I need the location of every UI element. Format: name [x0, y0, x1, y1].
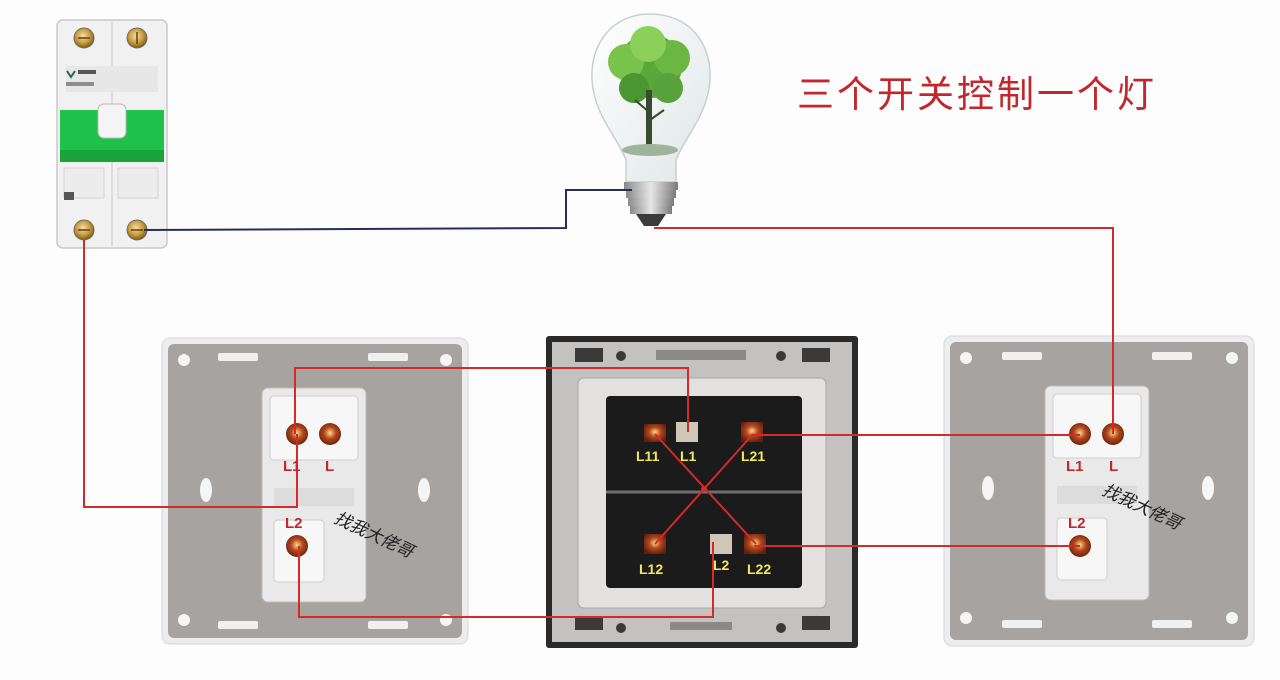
left-label-l2: L2: [285, 515, 303, 532]
right-switch: [943, 335, 1255, 647]
mid-label-l21: L21: [741, 448, 765, 464]
left-switch: [161, 337, 469, 645]
left-label-l1: L1: [283, 458, 301, 475]
neutral-wire: [143, 189, 632, 231]
mid-label-l1: L1: [680, 448, 697, 464]
cross-junction: [701, 486, 707, 492]
light-bulb-icon: [591, 13, 711, 226]
right-label-l: L: [1109, 458, 1118, 475]
right-label-l1: L1: [1066, 458, 1084, 475]
mid-label-l12: L12: [639, 561, 663, 577]
circuit-breaker-icon: [56, 19, 168, 249]
mid-label-l11: L11: [636, 448, 660, 464]
right-label-l2: L2: [1068, 515, 1086, 532]
live-wires: [83, 227, 1114, 618]
left-label-l: L: [325, 458, 334, 475]
mid-label-l22: L22: [747, 561, 771, 577]
diagram-title: 三个开关控制一个灯: [797, 73, 1157, 116]
mid-label-l2: L2: [713, 557, 730, 573]
